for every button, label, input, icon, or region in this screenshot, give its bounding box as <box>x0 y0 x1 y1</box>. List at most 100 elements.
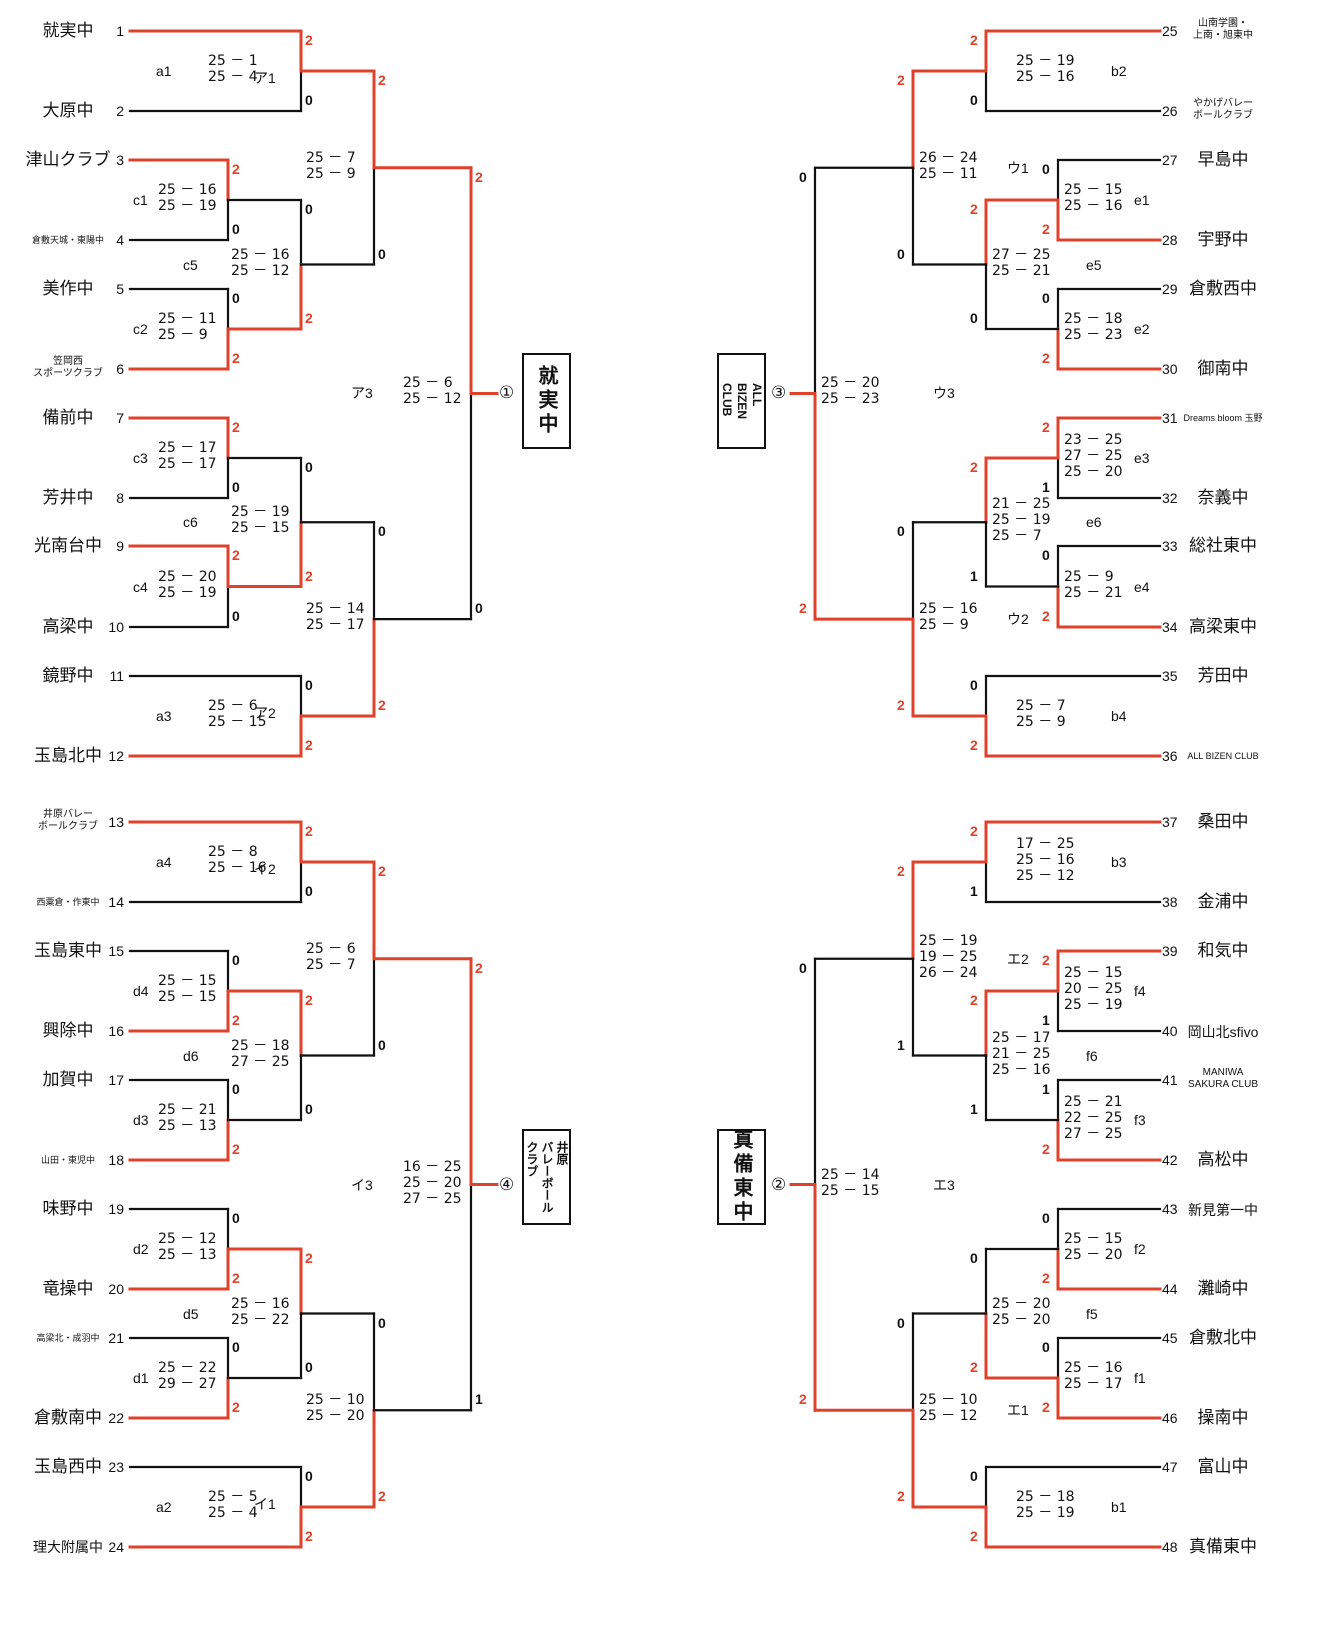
match-id: a2 <box>156 1499 172 1515</box>
set-score: 25 － 13 <box>158 1247 217 1263</box>
set-score: 25 － 20 <box>1064 1247 1123 1263</box>
set-count: 1 <box>970 883 978 899</box>
set-count: 2 <box>305 567 313 584</box>
team-number: 1 <box>116 23 124 39</box>
set-score: 25 － 19 <box>231 504 290 521</box>
set-score: 25 － 11 <box>158 311 217 327</box>
set-score: 25 － 12 <box>403 391 462 408</box>
set-score: 25 － 12 <box>919 1408 978 1425</box>
set-count: 2 <box>378 863 386 879</box>
set-count: 2 <box>305 992 313 1008</box>
team-number: 15 <box>108 943 124 959</box>
set-score: 25 － 16 <box>1016 852 1075 868</box>
team-number: 35 <box>1162 668 1178 684</box>
team-number: 14 <box>108 894 124 910</box>
team-name: 新見第一中 <box>1188 1202 1258 1218</box>
set-count: 2 <box>232 547 240 563</box>
set-score: 25 － 19 <box>919 932 978 949</box>
team-name: 備前中 <box>42 408 94 427</box>
set-count: 1 <box>897 1036 905 1053</box>
set-score: 25 － 9 <box>919 617 969 634</box>
set-score: 25 － 6 <box>208 698 258 714</box>
set-count: 0 <box>970 1250 978 1266</box>
match-id: ウ1 <box>1007 159 1029 176</box>
team-name: 井原バレー ボールクラブ <box>38 809 98 832</box>
team-number: 7 <box>116 410 124 426</box>
match-id: a4 <box>156 854 172 870</box>
match-id: b4 <box>1111 708 1127 724</box>
team-number: 4 <box>116 232 124 248</box>
set-score: 25 － 23 <box>1064 327 1123 343</box>
set-count: 2 <box>970 737 978 753</box>
set-count: 0 <box>970 92 978 108</box>
team-name: 岡山北sfivo <box>1187 1024 1259 1040</box>
team-name: 総社東中 <box>1189 536 1257 555</box>
team-name: 御南中 <box>1197 359 1249 378</box>
set-score: 25 － 22 <box>231 1311 290 1328</box>
place-marker: ④ <box>499 1174 515 1194</box>
set-count: 0 <box>232 290 240 306</box>
team-name: 加賀中 <box>42 1070 94 1089</box>
set-score: 27 － 25 <box>1064 448 1123 464</box>
team-number: 16 <box>108 1023 124 1039</box>
set-score: 25 － 19 <box>1064 997 1123 1013</box>
set-score: 25 － 18 <box>1064 311 1123 327</box>
set-score: 20 － 25 <box>1064 981 1123 997</box>
team-number: 5 <box>116 281 124 297</box>
set-count: 2 <box>305 310 313 326</box>
set-count: 2 <box>897 863 905 879</box>
match-id: c2 <box>133 321 148 337</box>
set-score: 25 － 9 <box>306 165 356 182</box>
team-number: 42 <box>1162 1152 1178 1168</box>
set-score: 27 － 25 <box>1064 1126 1123 1142</box>
set-score: 25 － 15 <box>1064 182 1123 198</box>
set-count: 0 <box>799 959 807 976</box>
team-number: 24 <box>108 1539 124 1555</box>
set-count: 0 <box>378 1036 386 1053</box>
team-name: 光南台中 <box>34 536 102 555</box>
set-count: 2 <box>970 1528 978 1544</box>
set-score: 21 － 25 <box>992 496 1051 513</box>
team-number: 28 <box>1162 232 1178 248</box>
set-score: 25 － 20 <box>403 1174 462 1191</box>
set-count: 2 <box>232 161 240 177</box>
place-marker: ① <box>499 383 515 403</box>
set-count: 2 <box>1042 952 1050 968</box>
set-score: 25 － 12 <box>158 1231 217 1247</box>
set-count: 2 <box>970 32 978 48</box>
set-score: 25 － 11 <box>919 165 978 182</box>
team-name: 理大附属中 <box>33 1539 103 1555</box>
match-id: d2 <box>133 1241 149 1257</box>
set-score: 25 － 6 <box>306 940 356 957</box>
set-count: 0 <box>970 1468 978 1484</box>
set-score: 25 － 17 <box>306 617 365 634</box>
set-count: 2 <box>897 1488 905 1504</box>
set-count: 2 <box>799 1391 807 1408</box>
team-name: 高梁北・成羽中 <box>36 1333 100 1343</box>
set-score: 25 － 18 <box>1016 1489 1075 1505</box>
match-id: e5 <box>1086 256 1102 273</box>
match-id: b2 <box>1111 63 1127 79</box>
set-score: 25 － 4 <box>208 1505 258 1521</box>
set-score: 25 － 13 <box>158 1118 217 1134</box>
team-name: 宇野中 <box>1197 230 1249 249</box>
set-score: 25 － 19 <box>1016 53 1075 69</box>
set-score: 25 － 21 <box>1064 1094 1123 1110</box>
set-score: 25 － 16 <box>208 860 267 876</box>
team-name: 倉敷南中 <box>34 1408 102 1427</box>
set-count: 0 <box>305 883 313 899</box>
set-count: 2 <box>475 959 483 976</box>
set-score: 25 － 1 <box>208 53 258 69</box>
set-score: 27 － 25 <box>231 1053 290 1070</box>
team-name: Dreams bloom 玉野 <box>1183 413 1263 423</box>
set-count: 1 <box>970 567 978 584</box>
set-count: 2 <box>1042 1270 1050 1286</box>
set-score: 21 － 25 <box>992 1045 1051 1062</box>
set-count: 2 <box>232 1399 240 1415</box>
team-name: 津山クラブ <box>25 150 111 169</box>
set-score: 25 － 20 <box>992 1311 1051 1328</box>
match-id: ア1 <box>254 70 276 86</box>
team-number: 41 <box>1162 1072 1178 1088</box>
set-count: 2 <box>232 419 240 435</box>
